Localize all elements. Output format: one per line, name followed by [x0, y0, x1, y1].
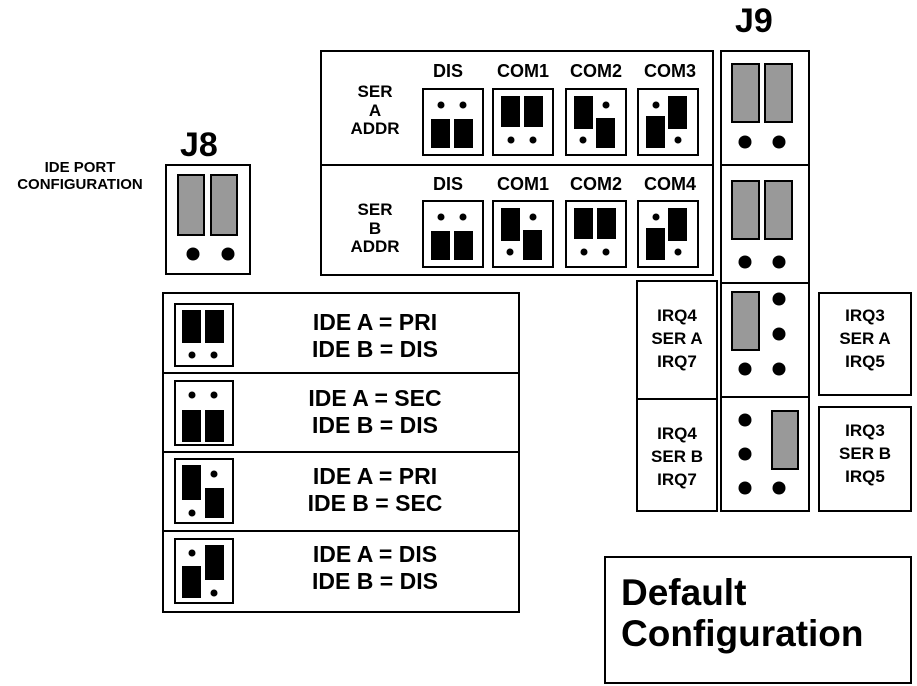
irq-left-column — [636, 280, 718, 512]
irq-ser-a-right-box — [818, 292, 912, 396]
jumper-ser-a-com1-icon — [492, 88, 554, 156]
jumper-ser-b-com4-icon — [637, 200, 699, 268]
irq-ser-b-left-label: IRQ4 SER B IRQ7 — [651, 424, 703, 489]
ide-dis-dis-jumper-icon — [174, 538, 234, 604]
ide-option-1-line-2: IDE B = DIS — [312, 336, 438, 362]
ide-divider-1 — [162, 372, 520, 374]
default-config-label: Default Configuration — [621, 572, 864, 655]
j9-divider-3 — [720, 396, 810, 398]
irq-ser-b-right-label: IRQ3 SER B IRQ5 — [839, 421, 891, 486]
ser-b-option-dis: DIS — [432, 174, 463, 194]
irq-ser-a-right-label: IRQ3 SER A IRQ5 — [839, 306, 891, 371]
j9-ser-b-addr-jumper-icon — [731, 180, 793, 269]
ser-b-addr-label: SER B ADDR — [350, 200, 400, 257]
ide-divider-2 — [162, 451, 520, 453]
irq-left-divider — [636, 398, 718, 400]
irq-ser-a-left-label: IRQ4 SER A IRQ7 — [651, 306, 703, 371]
ide-pri-sec-jumper-icon — [174, 458, 234, 524]
j8-jumper-icon — [177, 174, 238, 261]
j9-ser-a-addr-jumper-icon — [731, 63, 793, 149]
ser-a-option-dis: DIS — [432, 61, 463, 81]
j9-divider-1 — [720, 164, 810, 166]
ser-a-option-com3: COM3 — [643, 61, 696, 81]
ide-option-3-line-2: IDE B = SEC — [307, 490, 443, 516]
j9-ser-b-irq-jumper-icon — [738, 410, 799, 495]
j8-title: J8 — [180, 126, 218, 164]
ide-option-2-line-2: IDE B = DIS — [312, 412, 438, 438]
ide-option-4-line-1: IDE A = DIS — [312, 541, 438, 567]
ide-port-config-label: IDE PORT CONFIGURATION — [17, 159, 143, 193]
ide-pri-dis-jumper-icon — [174, 303, 234, 367]
ser-a-addr-label: SER A ADDR — [350, 82, 400, 139]
jumper-ser-a-com2-icon — [565, 88, 627, 156]
j9-ser-a-irq-jumper-icon — [731, 291, 786, 376]
ser-b-option-com2: COM2 — [569, 174, 622, 194]
ser-a-option-com1: COM1 — [496, 61, 549, 81]
j9-divider-2 — [720, 282, 810, 284]
ser-a-option-com2: COM2 — [569, 61, 622, 81]
jumper-ser-a-dis-icon — [422, 88, 484, 156]
ser-b-option-com1: COM1 — [496, 174, 549, 194]
default-config-box — [604, 556, 912, 684]
ser-table-divider — [320, 164, 714, 166]
jumper-ser-a-com3-icon — [637, 88, 699, 156]
jumper-ser-b-com1-icon — [492, 200, 554, 268]
ide-sec-dis-jumper-icon — [174, 380, 234, 446]
ide-option-3-line-1: IDE A = PRI — [312, 463, 438, 489]
ide-option-1-line-1: IDE A = PRI — [312, 309, 438, 335]
jumper-ser-b-dis-icon — [422, 200, 484, 268]
ide-option-2-line-1: IDE A = SEC — [308, 385, 442, 411]
jumper-ser-b-com2-icon — [565, 200, 627, 268]
ide-option-4-line-2: IDE B = DIS — [312, 568, 438, 594]
j9-title: J9 — [735, 2, 773, 40]
ser-b-option-com4: COM4 — [643, 174, 696, 194]
irq-ser-b-right-box — [818, 406, 912, 512]
ide-divider-3 — [162, 530, 520, 532]
